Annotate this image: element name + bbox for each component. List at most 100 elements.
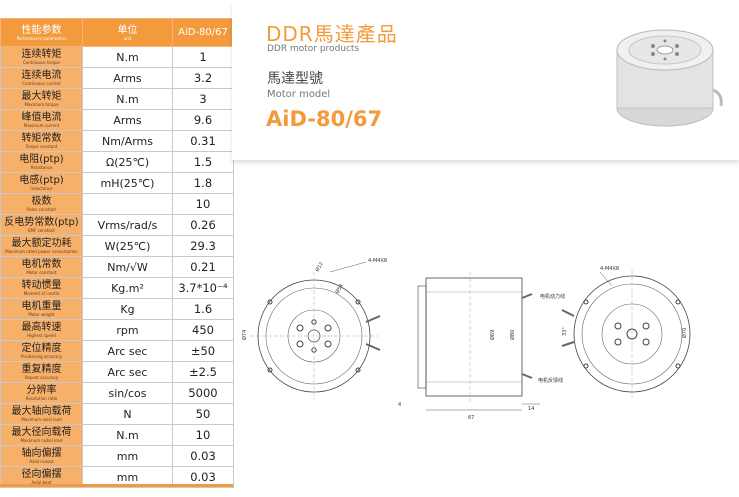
param-name-zh: 极数 — [31, 196, 52, 207]
param-unit: rpm — [82, 319, 173, 341]
param-unit: Ω(25℃) — [82, 151, 173, 173]
header-unit: 单位 unit — [82, 18, 173, 47]
model-label-en: Motor model — [267, 89, 331, 100]
param-name-en: Highest speed — [27, 333, 56, 338]
param-name-zh: 最大径向载荷 — [11, 427, 72, 438]
side-label-67: 67 — [468, 415, 474, 421]
param-value: 1 — [172, 46, 234, 68]
param-name-zh: 反电势常数(ptp) — [4, 217, 79, 228]
param-value: 10 — [172, 424, 234, 446]
param-name-en: Maximum current — [23, 123, 60, 128]
param-name-en: EMF constant — [28, 228, 55, 233]
param-name-en: Resistance — [30, 165, 53, 170]
param-name-en: Maximum rated power consumption — [5, 249, 78, 254]
back-label-power: 电机动力线 — [540, 293, 565, 300]
param-value: 29.3 — [172, 235, 234, 257]
table-bottom-bar — [0, 484, 233, 487]
param-value: 0.03 — [172, 445, 234, 467]
spec-row: 电阻(ptp)Resistance Ω(25℃)1.5 — [0, 151, 234, 173]
param-value: 1.8 — [172, 172, 234, 194]
back-label-angle: 33° — [562, 327, 568, 336]
param-unit: Arc sec — [82, 340, 173, 362]
param-name-zh: 转矩常数 — [21, 133, 62, 144]
param-name-en: Motor weight — [28, 312, 55, 317]
param-name-zh: 连续电流 — [21, 70, 62, 81]
param-name-en: Maximum axial load — [21, 417, 62, 422]
param-value: 50 — [172, 403, 234, 425]
model-label: 馬達型號 — [267, 71, 323, 87]
param-name-en: Moment of inertia — [23, 291, 60, 296]
front-view: 4-M4X8 Ø12 Ø54 Ø74 — [241, 258, 387, 400]
param-value: 1.6 — [172, 298, 234, 320]
param-value: 450 — [172, 319, 234, 341]
param-name-zh: 轴向偏摆 — [21, 448, 62, 459]
param-name-zh: 最大额定功耗 — [11, 238, 72, 249]
param-name-zh: 电感(ptp) — [19, 175, 64, 186]
param-name-zh: 最大轴向载荷 — [11, 406, 72, 417]
param-unit: W(25℃) — [82, 235, 173, 257]
header-param: 性能参数 Performance parameters — [0, 18, 83, 47]
technical-drawing: 4-M4X8 Ø12 Ø54 Ø74 Ø69 Ø80 67 14 4 4-M4X… — [241, 258, 691, 421]
param-value: 3 — [172, 88, 234, 110]
param-name-en: Axial beat — [31, 480, 52, 485]
motor-photo — [616, 29, 723, 127]
param-value: 10 — [172, 193, 234, 215]
param-name-en: Maximum radial load — [20, 438, 63, 443]
param-name-zh: 定位精度 — [21, 343, 62, 354]
param-value: 0.21 — [172, 256, 234, 278]
param-value: 1.5 — [172, 151, 234, 173]
param-unit — [82, 193, 173, 215]
param-name-zh: 电阻(ptp) — [19, 154, 64, 165]
param-value: 3.2 — [172, 67, 234, 89]
side-label-d80: Ø80 — [509, 330, 516, 340]
param-unit: Vrms/rad/s — [82, 214, 173, 236]
param-unit: mm — [82, 445, 173, 467]
param-name-en: Continuous current — [22, 81, 61, 86]
side-view: Ø69 Ø80 67 14 4 — [398, 272, 540, 421]
param-unit: N.m — [82, 88, 173, 110]
side-label-4: 4 — [398, 402, 401, 408]
param-unit: Arms — [82, 67, 173, 89]
spec-table-body: 性能参数 Performance parameters 单位 unit AiD-… — [0, 18, 234, 488]
param-name-zh: 峰值电流 — [21, 112, 62, 123]
param-name-zh: 最大转矩 — [21, 91, 62, 102]
param-name-en: Axial runout — [29, 459, 54, 464]
back-label-d70: Ø70 — [681, 328, 688, 338]
param-unit: Nm/√W — [82, 256, 173, 278]
param-name-zh: 径向偏摆 — [21, 469, 62, 480]
param-name-en: Resolution ratio — [25, 396, 58, 401]
param-name-en: Torque constant — [25, 144, 58, 149]
param-value: 0.26 — [172, 214, 234, 236]
param-name-en: Continuous torque — [23, 60, 60, 65]
back-view: 4-M4X8 电机动力线 电机反馈线 Ø70 33° — [538, 266, 691, 398]
side-label-14: 14 — [528, 406, 534, 412]
side-label-d69: Ø69 — [489, 330, 496, 340]
param-name-zh: 最高转速 — [21, 322, 62, 333]
front-label-d74: Ø74 — [241, 330, 248, 340]
param-name-zh: 电机常数 — [21, 259, 62, 270]
param-value: 9.6 — [172, 109, 234, 131]
param-unit: Arms — [82, 109, 173, 131]
